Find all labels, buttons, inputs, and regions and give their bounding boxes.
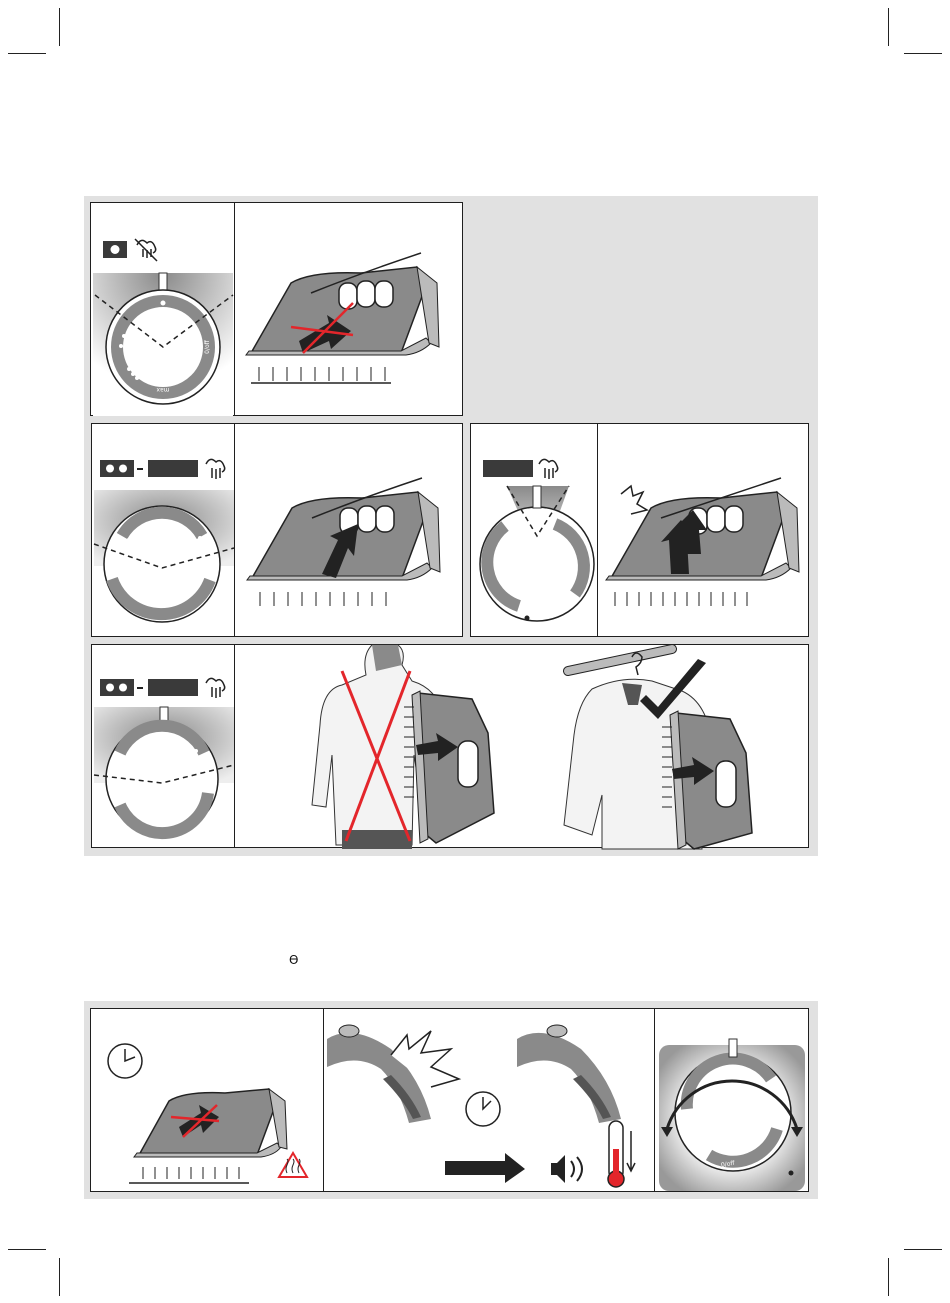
svg-text:0/off: 0/off: [494, 555, 501, 570]
iron-icon: [246, 253, 439, 383]
svg-text:0/off: 0/off: [204, 339, 211, 354]
dry-ironing-cell: max 0/off: [90, 202, 463, 416]
arrow-icon: [445, 1153, 525, 1183]
theta-symbol: ϴ: [289, 953, 298, 967]
vertical-steam-cell: 0/off: [91, 644, 809, 848]
hanger-icon: [568, 649, 672, 675]
steam-icon: [206, 459, 225, 479]
steam-ironing-cell: max 0/off: [91, 423, 463, 637]
clock-icon: [466, 1092, 500, 1126]
iron-handle-still: [517, 1025, 621, 1123]
clock-icon: [108, 1044, 142, 1078]
one-dot-setting-icon: [103, 241, 127, 258]
svg-text:max: max: [156, 386, 170, 393]
speaker-icon: [551, 1155, 582, 1183]
hot-surface-warning-icon: [279, 1153, 307, 1177]
steam-boost-cell: 0/off: [470, 423, 809, 637]
iron-icon: [404, 691, 494, 843]
auto-off-cell: max 0/off: [90, 1008, 809, 1192]
iron-icon: [129, 1089, 287, 1183]
thermometer-icon: [608, 1121, 635, 1187]
two-dot-setting-icon: [100, 460, 198, 477]
no-steam-icon: [135, 239, 157, 261]
